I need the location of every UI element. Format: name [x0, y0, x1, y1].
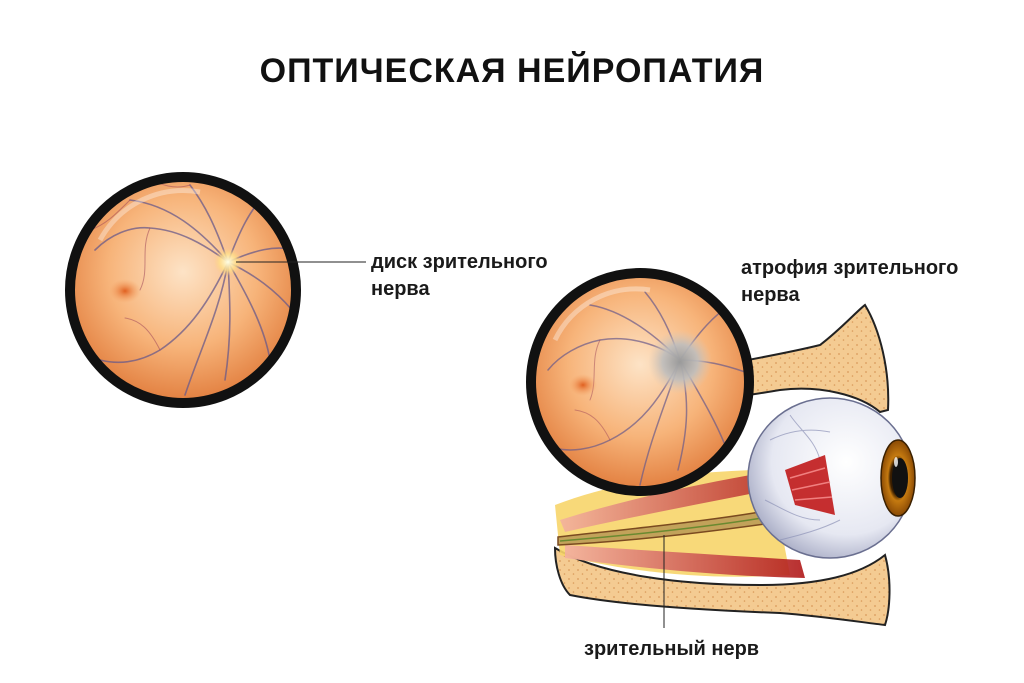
healthy-fundus	[65, 172, 301, 408]
upper-muscle	[560, 468, 795, 532]
lower-orbit-bone	[553, 546, 891, 627]
macula	[569, 374, 597, 396]
lower-muscle	[565, 545, 805, 578]
optic-disc	[214, 248, 242, 276]
fundus-ring	[526, 268, 754, 496]
pupil	[892, 458, 908, 498]
fundus-ring	[65, 172, 301, 408]
eye-cross-section	[553, 303, 916, 627]
optic-nerve-label: зрительный нерв	[584, 638, 760, 660]
macula	[109, 279, 141, 303]
atrophy-label: атрофия зрительного нерва	[741, 257, 959, 306]
atrophic-disc	[648, 330, 712, 394]
page-title: ОПТИЧЕСКАЯ НЕЙРОПАТИЯ	[259, 52, 765, 90]
optic-disc-label: диск зрительного нерва	[371, 251, 548, 300]
atrophy-fundus	[526, 268, 754, 496]
